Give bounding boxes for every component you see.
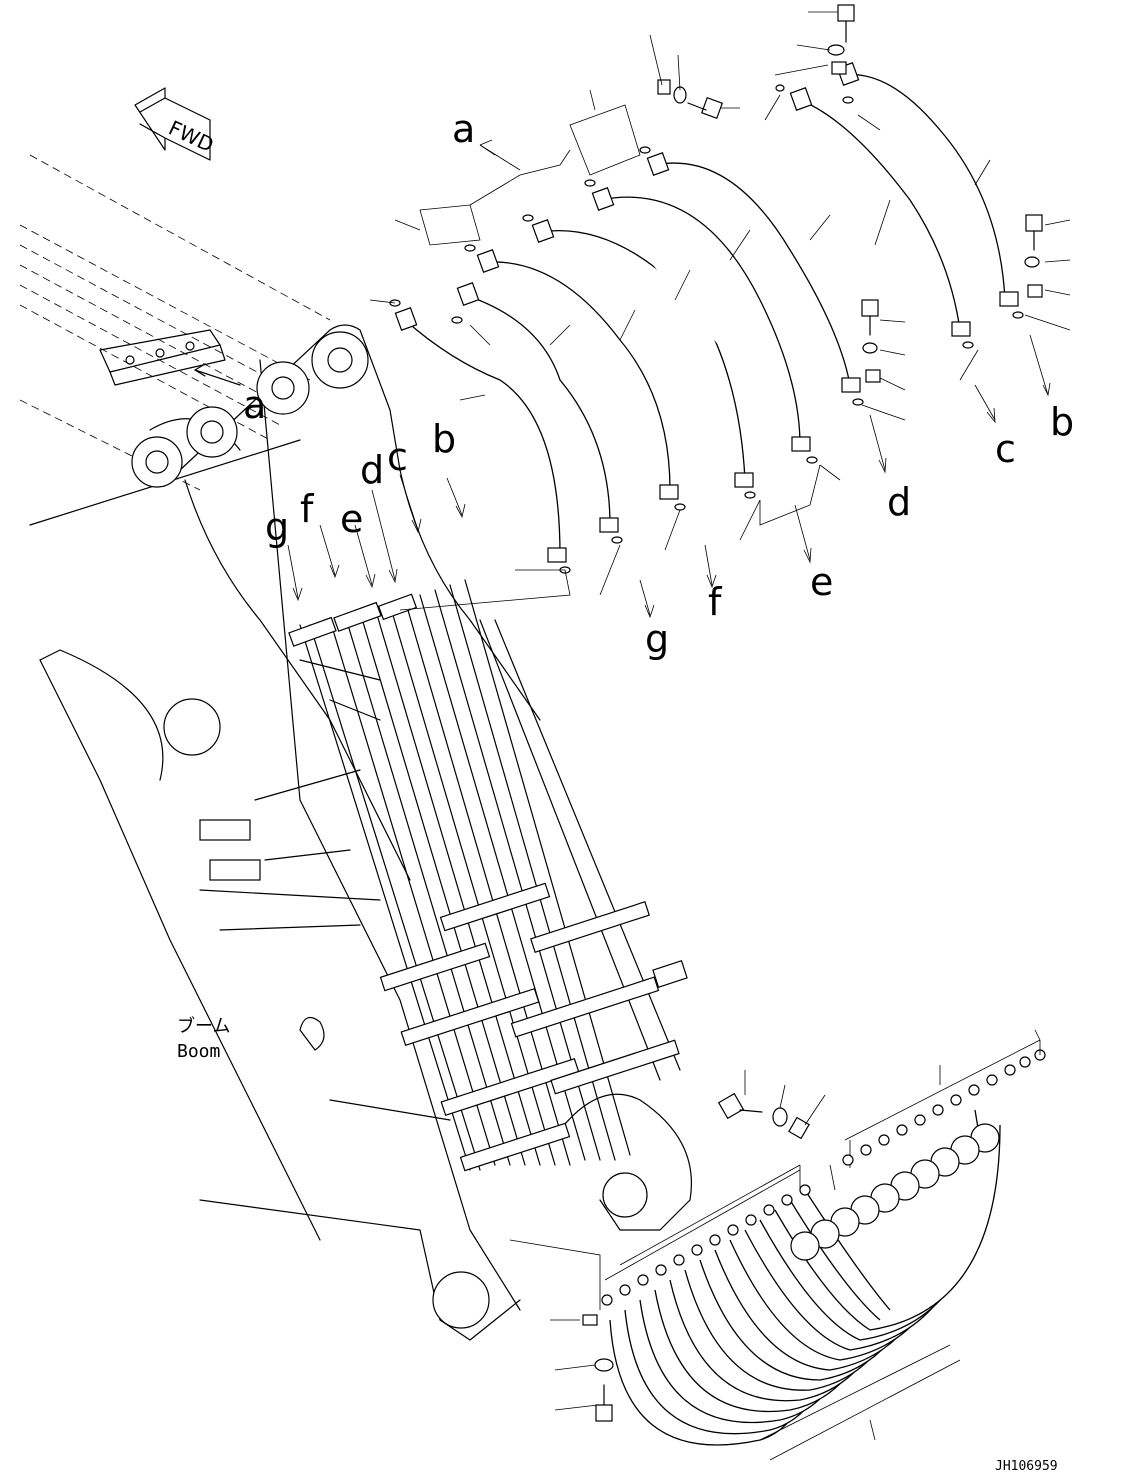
boom-structure [19,154,692,1341]
callout-e-boom: e [340,497,363,541]
boom-hose-bundle [199,579,688,1172]
callout-g-right: g [645,617,669,661]
leader-lines [287,11,1071,1441]
fwd-arrow: FWD [134,87,218,161]
callout-f-right: f [708,580,723,624]
boom-label-en: Boom [177,1041,220,1062]
callout-d-right: d [887,480,911,524]
boom-label-jp: ブーム [177,1015,230,1037]
callout-e-right: e [810,560,833,604]
drawing-code: JH106959 [995,1459,1058,1474]
callout-b-boom: b [432,417,456,461]
callout-c-right: c [995,427,1016,471]
callout-a-upper: a [452,107,475,151]
callout-f-boom: f [300,487,315,531]
callout-d-boom: d [360,448,384,492]
upper-hoses [389,62,1024,574]
lower-hose-bundle [601,1039,1046,1461]
callout-b-right: b [1050,400,1074,444]
callout-g-boom: g [265,505,289,549]
upper-fitting-block [99,329,241,386]
callout-c-boom: c [387,435,408,479]
callout-a-lower: a [243,383,266,427]
